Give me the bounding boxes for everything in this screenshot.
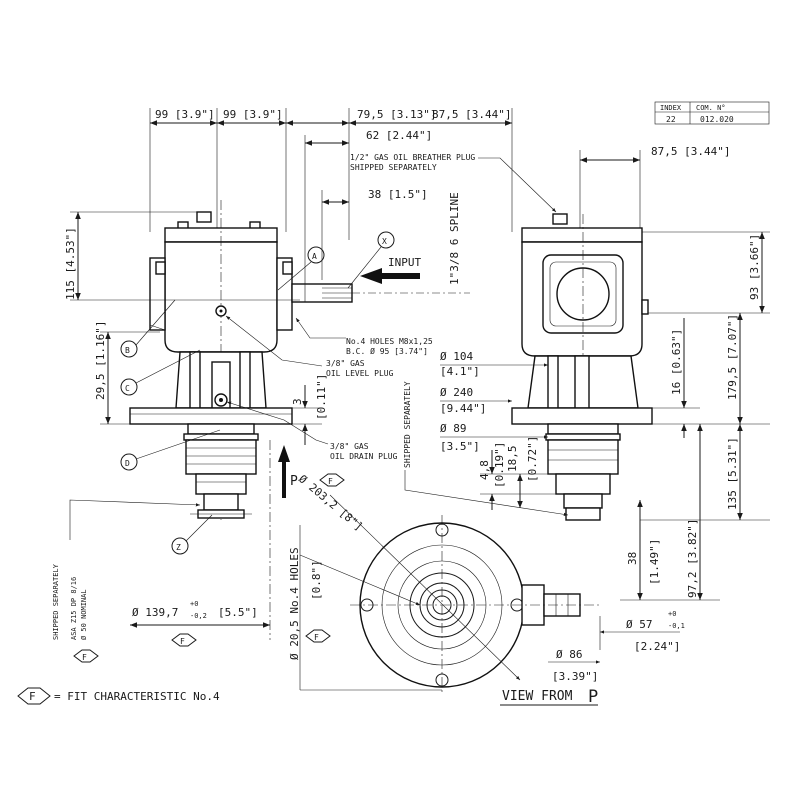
dim-99-left: 99 [3.9"]	[155, 108, 215, 121]
dim-62: 62 [2.44"]	[366, 129, 432, 142]
front-view	[129, 200, 353, 520]
holes-note-2: B.C. Ø 95 [3.74"]	[346, 346, 428, 356]
view-from-label: VIEW FROM	[502, 689, 573, 704]
dim-0-19: [0.19"]	[493, 442, 506, 488]
dim-d57-in: [2.24"]	[634, 640, 680, 653]
callout-d: D	[125, 459, 130, 468]
fit-legend-text: = FIT CHARACTERISTIC No.4	[54, 690, 220, 703]
dim-18-5: 18,5	[506, 446, 519, 473]
dim-d104: Ø 104	[440, 350, 473, 363]
dim-93: 93 [3.66"]	[748, 234, 761, 300]
fit-f-2: F	[314, 633, 319, 642]
side-view-dims: 93 [3.66"] 179,5 [7.07"] 16 [0.63"] 135 …	[403, 231, 770, 601]
breather-note-1: 1/2" GAS OIL BREATHER PLUG	[350, 153, 475, 162]
bottom-view	[350, 515, 600, 695]
dim-87-5-right: 87,5 [3.44"]	[651, 145, 730, 158]
dim-d89-in: [3.5"]	[440, 440, 480, 453]
left-bottom-dims: SHIPPED SEPARATELY ASA Z15 DP 8/16 Ø 50 …	[52, 440, 345, 663]
callout-a: A	[312, 252, 317, 261]
spline-note: 1"3/8 6 SPLINE	[448, 192, 461, 285]
com-value: 012.020	[700, 115, 734, 124]
dim-99-right: 99 [3.9"]	[223, 108, 283, 121]
asa-note-2: Ø 50 NOMINAL	[80, 589, 88, 640]
front-view-dims: 115 [4.53"] 29,5 [1.16"] 3 [0.11"] INPUT…	[64, 153, 557, 498]
fit-legend: F = FIT CHARACTERISTIC No.4	[17, 687, 220, 705]
side-view	[511, 213, 653, 521]
callout-c: C	[125, 384, 130, 393]
callout-b: B	[125, 346, 130, 355]
holes-note-1: No.4 HOLES M8x1,25	[346, 337, 433, 346]
dim-179-5: 179,5 [7.07"]	[726, 314, 739, 400]
dim-29-5: 29,5 [1.16"]	[94, 321, 107, 400]
level-note-1: 3/8" GAS	[326, 359, 365, 368]
dim-d57: Ø 57	[626, 618, 653, 631]
dim-d86: Ø 86	[556, 648, 583, 661]
dim-d139-7-tol-up: +0	[190, 600, 198, 608]
dim-135: 135 [5.31"]	[726, 437, 739, 510]
dim-0-11: [0.11"]	[315, 374, 328, 420]
dim-d20-5: Ø 20,5 No.4 HOLES	[288, 547, 301, 660]
dim-115: 115 [4.53"]	[64, 227, 77, 300]
dim-d139-7: Ø 139,7	[132, 606, 178, 619]
dim-d89: Ø 89	[440, 422, 467, 435]
dim-79-5: 79,5 [3.13"]	[357, 108, 436, 121]
dim-d57-tol-up: +0	[668, 610, 676, 618]
input-arrow-icon	[360, 268, 420, 284]
view-from-p: P	[588, 687, 598, 707]
drain-note-1: 3/8" GAS	[330, 442, 369, 451]
dim-d240: Ø 240	[440, 386, 473, 399]
index-header: INDEX	[660, 104, 682, 112]
asa-note-1: ASA Z15 DP 8/16	[70, 577, 78, 640]
dim-4-8: 4,8	[478, 460, 491, 480]
dim-87-5-top: 87,5 [3.44"]	[432, 108, 511, 121]
p-arrow-icon	[278, 445, 290, 498]
dim-d57-tol-dn: -0,1	[668, 622, 685, 630]
dim-38-right: 38	[626, 552, 639, 565]
dim-38: 38 [1.5"]	[368, 188, 428, 201]
dim-d240-in: [9.44"]	[440, 402, 486, 415]
dim-97-2: 97,2 [3.82"]	[686, 519, 699, 598]
callout-z: Z	[176, 543, 181, 552]
com-header: COM. N°	[696, 104, 726, 112]
drain-note-2: OIL DRAIN PLUG	[330, 452, 398, 461]
fit-f-4: F	[328, 477, 333, 486]
index-value: 22	[666, 115, 676, 124]
fit-f-1: F	[180, 637, 185, 646]
index-table: INDEX COM. N° 22 012.020	[654, 101, 770, 125]
dim-d104-in: [4.1"]	[440, 365, 480, 378]
fit-f-3: F	[82, 653, 87, 662]
level-note-2: OIL LEVEL PLUG	[326, 369, 394, 378]
p-arrow-label: P	[290, 474, 298, 489]
dim-1-49: [1.49"]	[648, 539, 661, 585]
dim-d139-7-tol-dn: -0,2	[190, 612, 207, 620]
dim-5-5: [5.5"]	[218, 606, 258, 619]
dim-0-8: [0.8"]	[310, 560, 323, 600]
dim-16: 16 [0.63"]	[670, 329, 683, 395]
breather-note-2: SHIPPED SEPARATELY	[350, 163, 437, 172]
dim-3: 3	[291, 398, 304, 405]
top-dimensions: 99 [3.9"] 99 [3.9"] 79,5 [3.13"] 87,5 [3…	[149, 108, 730, 300]
callouts: A X B C D Z	[120, 231, 395, 555]
fit-legend-f: F	[29, 690, 36, 703]
callout-x: X	[382, 237, 387, 246]
shipped-note-right: SHIPPED SEPARATELY	[403, 381, 412, 468]
dim-0-72: [0.72"]	[526, 436, 539, 482]
input-label: INPUT	[388, 256, 421, 269]
dim-d86-in: [3.39"]	[552, 670, 598, 683]
shipped-note-left: SHIPPED SEPARATELY	[52, 563, 60, 640]
